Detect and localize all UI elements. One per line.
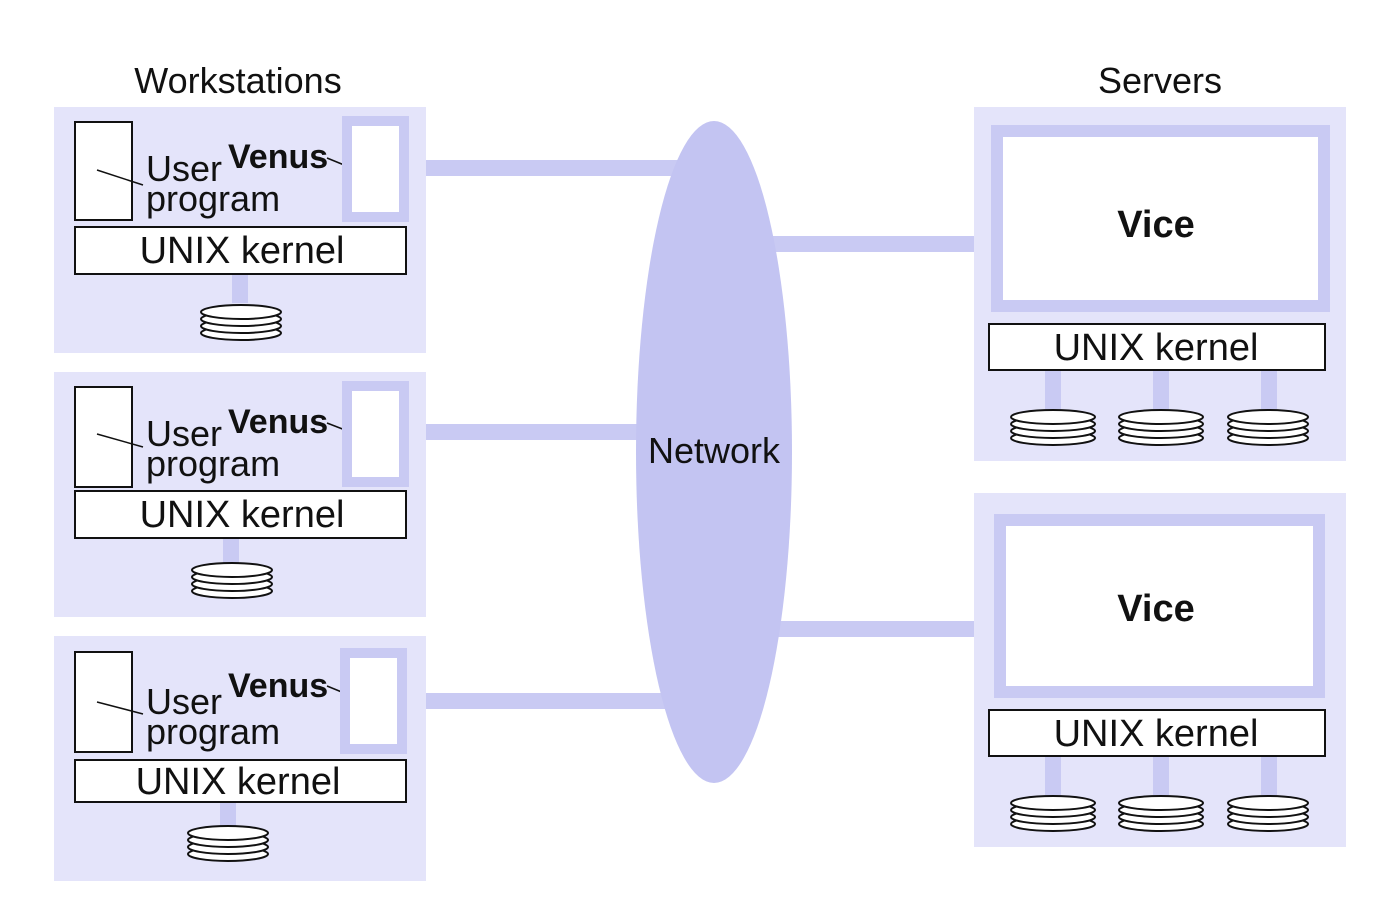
user-program-label-line1: User xyxy=(146,413,222,454)
disk-icon xyxy=(1118,795,1204,832)
link-ws2-network xyxy=(400,424,660,440)
user-program-box xyxy=(74,651,133,753)
venus-process-box xyxy=(342,116,409,222)
vice-process-box xyxy=(991,125,1330,312)
workstations-heading: Workstations xyxy=(134,60,341,101)
link-ws3-network xyxy=(400,693,675,709)
unix-kernel-box xyxy=(74,226,407,275)
vice-label: Vice xyxy=(1117,588,1194,630)
user-program-label-line2: program xyxy=(146,711,280,752)
venus-label: Venus xyxy=(228,667,328,705)
workstation-1: User program Venus UNIX kernel xyxy=(54,107,426,353)
server-1: Vice UNIX kernel xyxy=(974,107,1346,461)
disk-icon xyxy=(1010,409,1096,446)
user-program-label-line2: program xyxy=(146,178,280,219)
disk-connector xyxy=(1261,371,1277,409)
unix-kernel-box xyxy=(74,759,407,803)
vice-label: Vice xyxy=(1117,204,1194,246)
unix-kernel-box xyxy=(74,490,407,539)
user-program-label-line2: program xyxy=(146,443,280,484)
workstation-2: User program Venus UNIX kernel xyxy=(54,372,426,617)
workstation-3: User program Venus UNIX kernel xyxy=(54,636,426,881)
unix-kernel-box xyxy=(988,709,1326,757)
network-label: Network xyxy=(648,430,781,471)
unix-kernel-label: UNIX kernel xyxy=(1054,327,1259,369)
disk-connector xyxy=(223,539,239,567)
venus-label: Venus xyxy=(228,403,328,441)
unix-kernel-label: UNIX kernel xyxy=(140,230,345,272)
disk-connector xyxy=(1153,371,1169,409)
link-network-server1 xyxy=(760,236,1000,252)
disk-icon xyxy=(1118,409,1204,446)
disk-connector xyxy=(1153,757,1169,795)
user-program-box xyxy=(74,386,133,488)
link-network-server2 xyxy=(760,621,1000,637)
unix-kernel-label: UNIX kernel xyxy=(136,761,341,803)
network: Network xyxy=(636,121,792,783)
venus-label: Venus xyxy=(228,138,328,176)
link-ws1-network xyxy=(400,160,690,176)
disk-icon xyxy=(200,304,282,341)
venus-process-box xyxy=(340,648,407,754)
disk-connector xyxy=(1045,371,1061,409)
network-ellipse xyxy=(636,121,792,783)
server-2: Vice UNIX kernel xyxy=(974,493,1346,847)
user-program-label-line1: User xyxy=(146,148,222,189)
disk-icon xyxy=(1227,409,1309,446)
disk-connector xyxy=(232,275,248,303)
vice-process-box xyxy=(994,514,1325,698)
disk-connector xyxy=(220,803,236,829)
disk-icon xyxy=(1227,795,1309,832)
servers-heading: Servers xyxy=(1098,60,1222,101)
disk-icon xyxy=(191,562,273,599)
user-program-box xyxy=(74,121,133,221)
venus-process-box xyxy=(342,381,409,487)
unix-kernel-box xyxy=(988,323,1326,371)
user-program-pointer xyxy=(96,433,144,448)
unix-kernel-label: UNIX kernel xyxy=(1054,713,1259,755)
disk-icon xyxy=(1010,795,1096,832)
user-program-label-line1: User xyxy=(146,681,222,722)
unix-kernel-label: UNIX kernel xyxy=(140,494,345,536)
disk-icon xyxy=(187,825,269,862)
disk-connector xyxy=(1261,757,1277,795)
user-program-pointer xyxy=(96,701,144,715)
user-program-pointer xyxy=(96,169,144,186)
disk-connector xyxy=(1045,757,1061,795)
